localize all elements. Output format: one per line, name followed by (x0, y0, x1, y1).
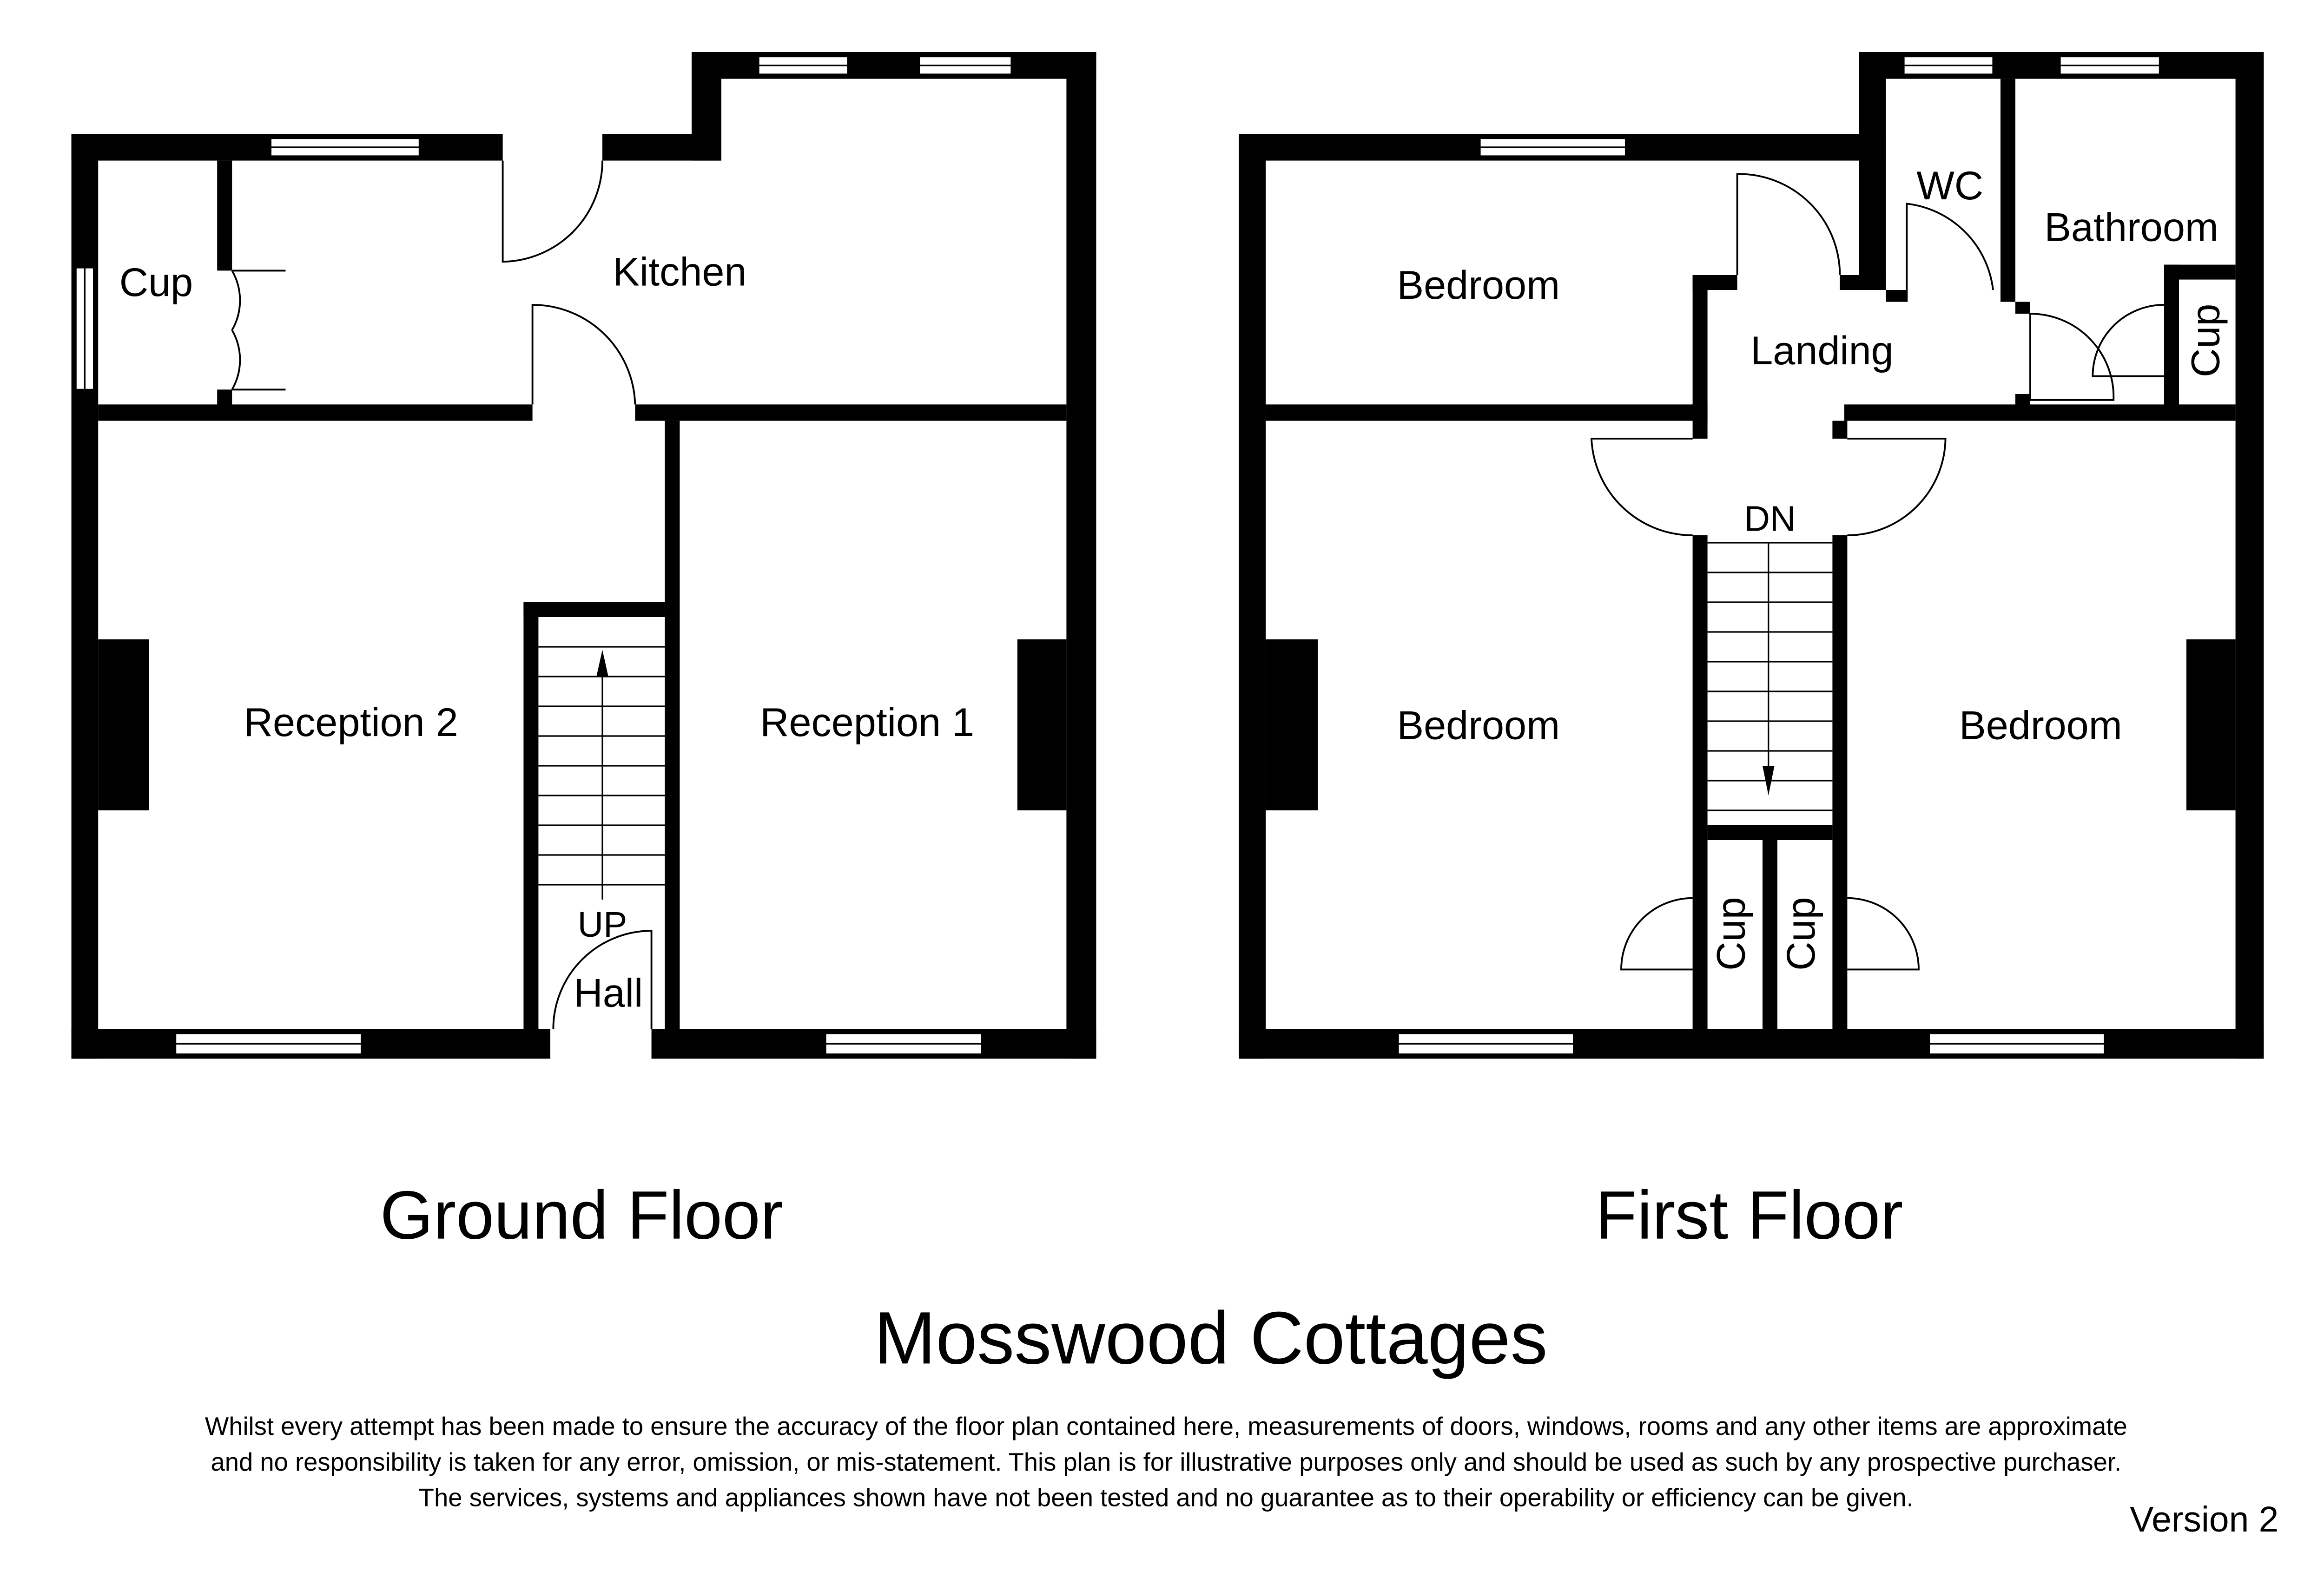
room-label-kitchen: Kitchen (613, 250, 746, 294)
door (552, 930, 653, 1029)
room-label-cup: Cup (1709, 897, 1754, 970)
room-label-reception-2: Reception 2 (244, 700, 458, 745)
room-label-bathroom: Bathroom (2044, 205, 2218, 250)
door (2092, 304, 2165, 377)
stairs-up-label: UP (578, 905, 627, 945)
window (1397, 1032, 1575, 1055)
window (918, 56, 1012, 75)
fireplace (2186, 639, 2236, 810)
room-label-hall: Hall (574, 971, 643, 1015)
floor-title-first: First Floor (1595, 1177, 1903, 1254)
room-label-bedroom: Bedroom (1397, 703, 1560, 748)
room-label-cup: Cup (2183, 304, 2228, 377)
room-label-landing: Landing (1750, 329, 1893, 373)
version-label: Version 2 (2130, 1499, 2278, 1539)
ground-floor-plan: Cup Kitchen Reception 2 Reception 1 Hall… (71, 52, 1096, 1254)
window (175, 1032, 363, 1055)
door (1620, 897, 1693, 971)
door (2029, 313, 2115, 401)
disclaimer-line-2: and no responsibility is taken for any e… (211, 1448, 2122, 1476)
door (531, 304, 636, 405)
door (1847, 897, 1920, 971)
room-label-cup: Cup (1779, 897, 1823, 970)
fireplace (1266, 639, 1318, 810)
door (1736, 173, 1841, 276)
room-label-bedroom: Bedroom (1397, 263, 1560, 308)
door (1590, 438, 1693, 536)
door (1906, 203, 1994, 302)
window (2059, 56, 2160, 75)
room-label-bedroom: Bedroom (1959, 703, 2122, 748)
window (758, 56, 849, 75)
window (270, 138, 421, 157)
room-label-wc: WC (1916, 164, 1983, 208)
window (75, 267, 95, 390)
window (1928, 1032, 2106, 1055)
fireplace (1017, 639, 1067, 810)
stairs-down-label: DN (1744, 499, 1796, 539)
first-floor-plan: Bedroom Landing WC Bathroom Cup Bedroom … (1239, 52, 2264, 1254)
fireplace (98, 639, 149, 810)
window (1479, 138, 1627, 157)
staircase (538, 646, 665, 900)
plan-title: Mosswood Cottages (874, 1296, 1548, 1379)
disclaimer-line-3: The services, systems and appliances sho… (419, 1484, 1914, 1512)
door (1847, 438, 1947, 536)
window (825, 1032, 983, 1055)
room-label-reception-1: Reception 1 (760, 700, 974, 745)
room-label-cup: Cup (119, 260, 193, 305)
disclaimer-line-1: Whilst every attempt has been made to en… (205, 1412, 2127, 1440)
door (231, 270, 286, 391)
floor-title-ground: Ground Floor (380, 1177, 783, 1254)
staircase (1707, 542, 1833, 811)
window (1903, 56, 1994, 75)
door (502, 160, 603, 263)
